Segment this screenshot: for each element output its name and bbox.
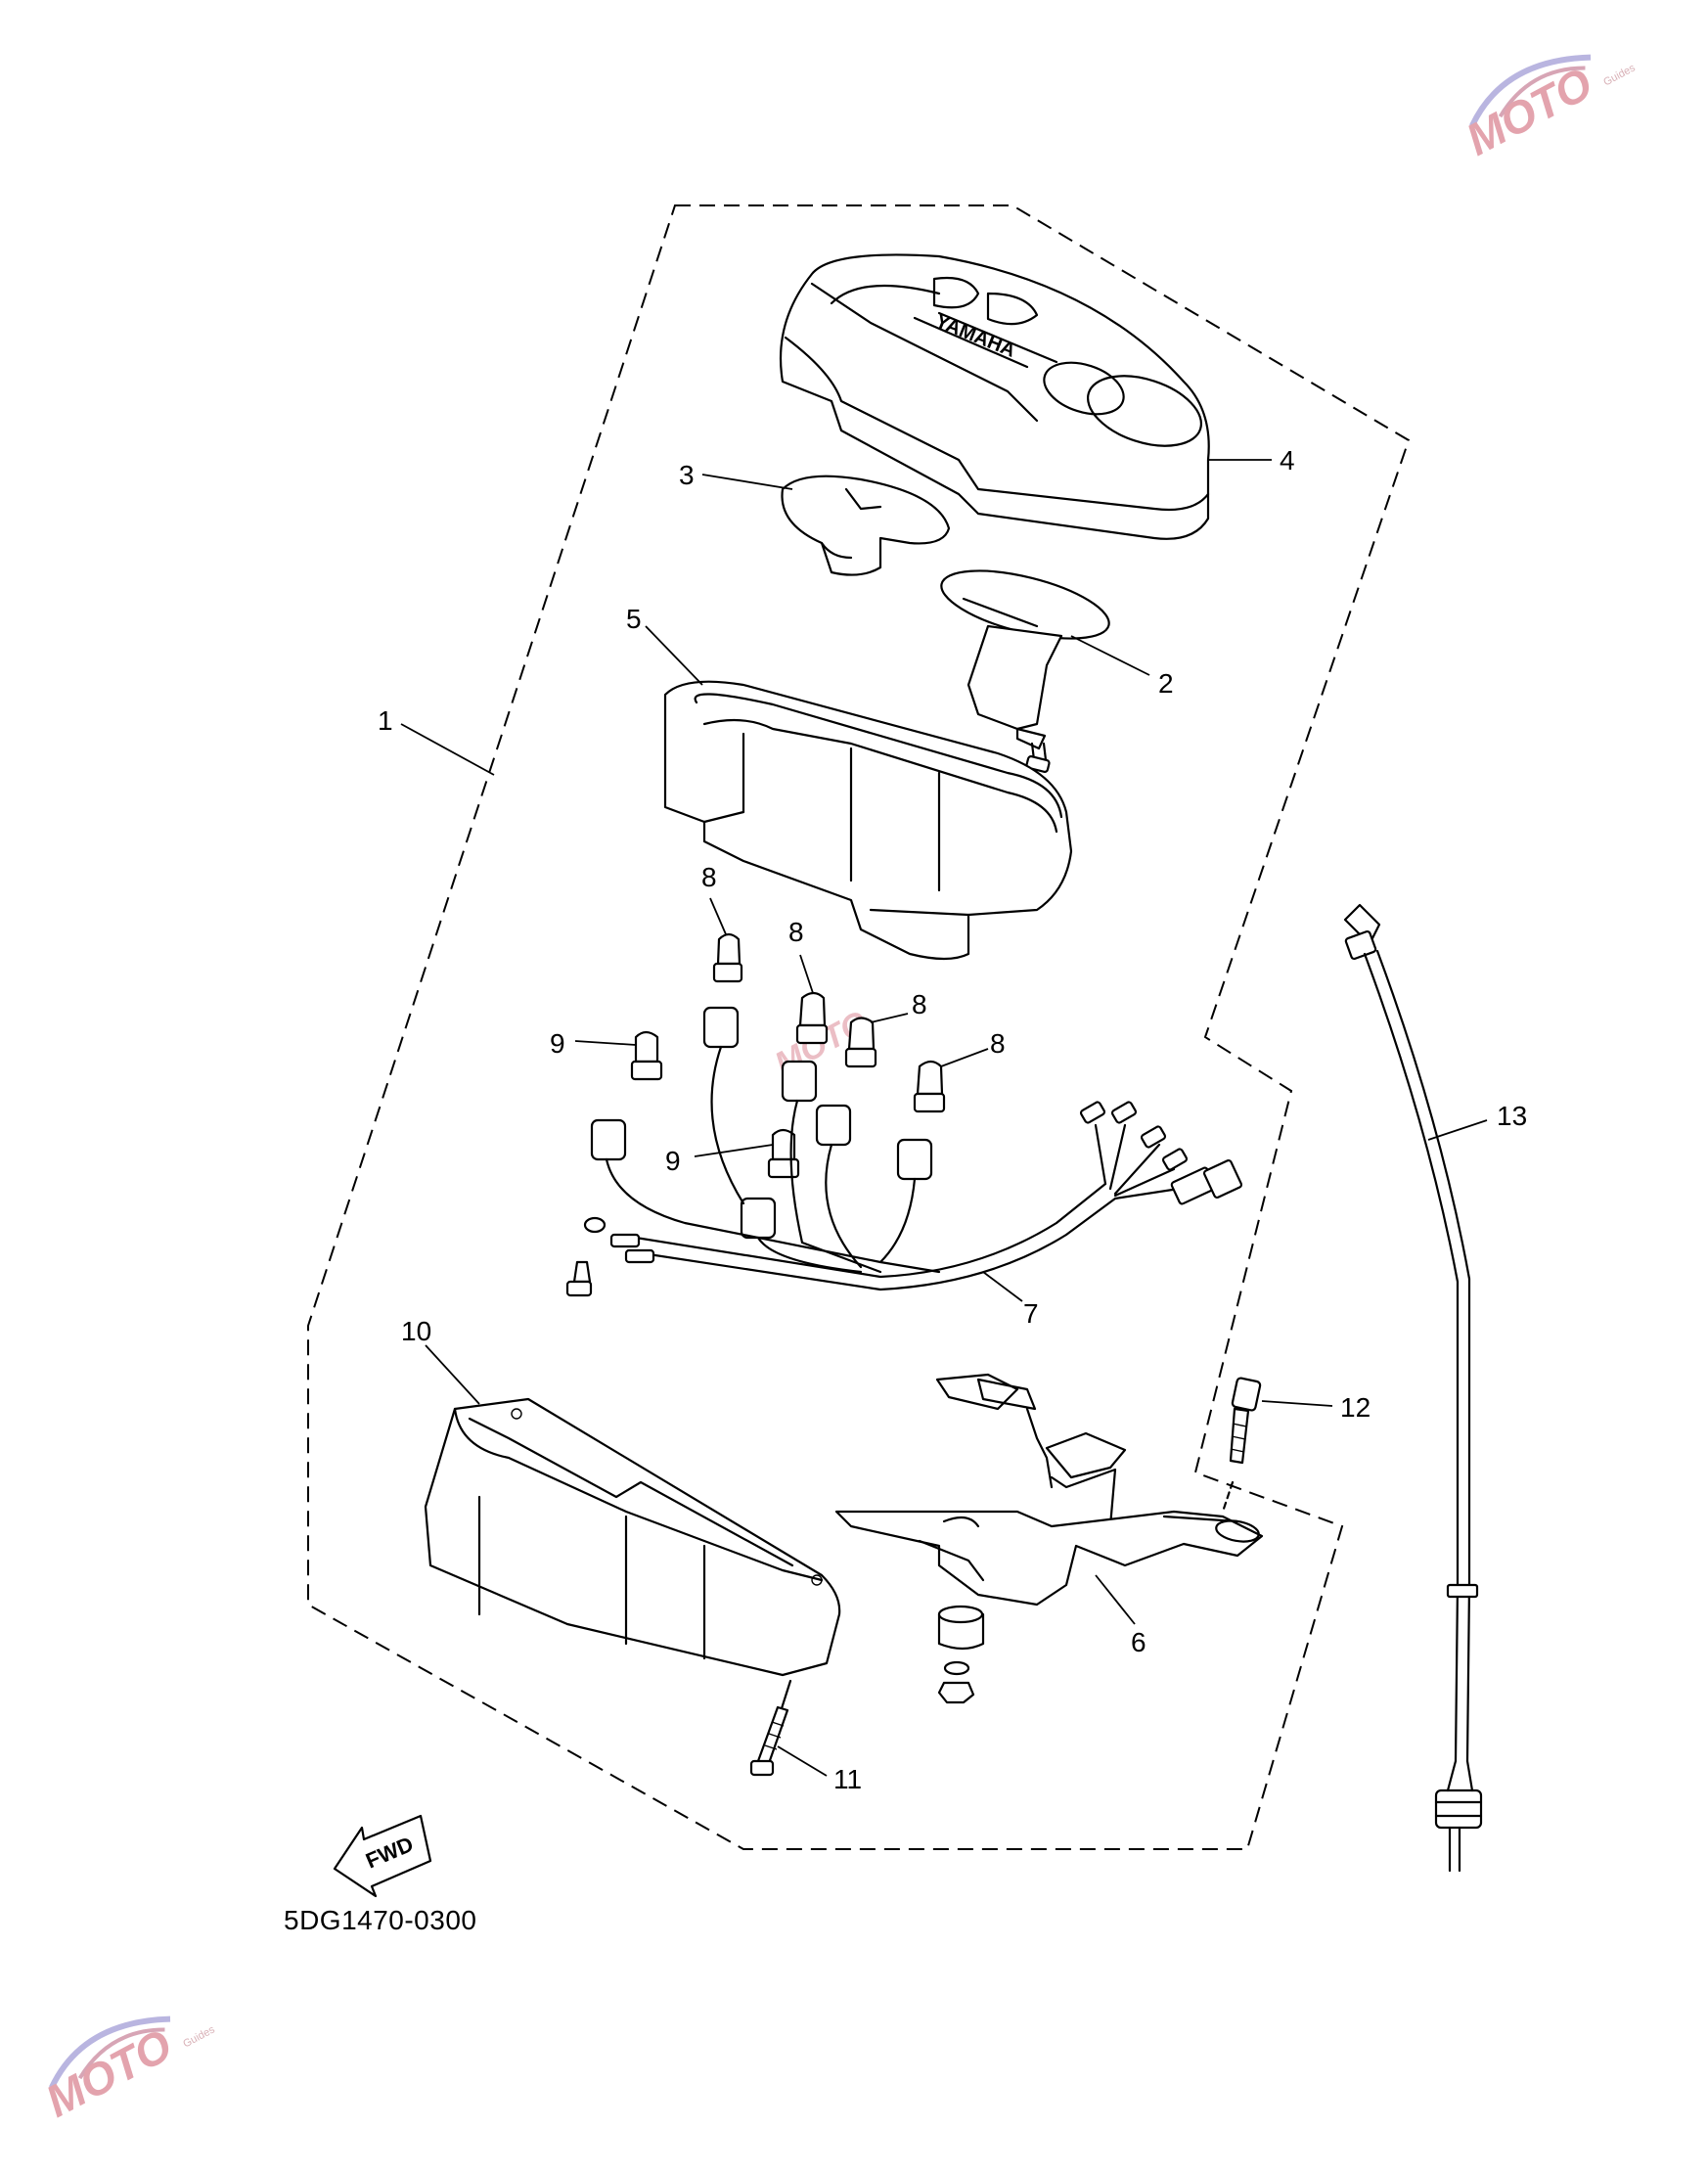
leader-1 [400, 723, 495, 776]
bulb-8d-part [913, 1060, 946, 1113]
meter-case-part [663, 680, 1073, 961]
callout-9a: 9 [550, 1028, 565, 1059]
callout-8a: 8 [701, 862, 717, 892]
callout-13: 13 [1497, 1101, 1527, 1131]
leader-11 [777, 1745, 828, 1777]
meter-cover-part: YAMAHA [779, 253, 1210, 540]
bulb-8c-part [844, 1017, 877, 1068]
callout-10: 10 [401, 1316, 431, 1346]
leader-lines [400, 459, 1488, 1777]
callout-3: 3 [679, 460, 695, 490]
callout-9b: 9 [665, 1146, 681, 1176]
watermark-brand-2: MOTO [37, 2018, 180, 2126]
bracket-part [834, 1373, 1264, 1607]
bolt-12-part [1221, 1377, 1262, 1514]
gauge-unit-3-part [781, 475, 951, 576]
watermark-brand: MOTO [1458, 57, 1600, 164]
callout-11: 11 [833, 1764, 862, 1794]
assembly-boundary [307, 204, 1411, 1850]
leader-9b [694, 1144, 774, 1157]
diagram-code: 5DG1470-0300 [284, 1905, 476, 1935]
leader-6 [1095, 1574, 1136, 1625]
callout-4: 4 [1280, 445, 1295, 475]
leader-12 [1261, 1400, 1333, 1407]
leader-8b [799, 954, 814, 994]
callout-8c: 8 [912, 989, 927, 1019]
leader-13 [1427, 1119, 1488, 1141]
leader-2 [1070, 635, 1150, 676]
leader-7 [982, 1271, 1023, 1302]
leader-5 [645, 625, 703, 686]
watermark-top: MOTO Guides [1458, 54, 1638, 165]
callout-labels: 1 2 3 4 5 6 7 8 8 8 8 9 9 10 11 12 13 [378, 445, 1527, 1794]
leader-8c [870, 1013, 909, 1023]
leader-10 [425, 1344, 480, 1405]
speedometer-cable-part [1343, 903, 1483, 1873]
lower-case-part [424, 1397, 841, 1677]
wire-harness-part [565, 1006, 1243, 1297]
callout-1: 1 [378, 705, 393, 736]
leader-9a [574, 1040, 637, 1046]
callout-7: 7 [1023, 1298, 1039, 1329]
fwd-arrow: FWD [333, 1814, 432, 1898]
callout-2: 2 [1158, 668, 1174, 699]
screw-11-part [749, 1679, 792, 1777]
watermark-sub-2: Guides [181, 2023, 217, 2050]
callout-12: 12 [1340, 1392, 1371, 1423]
bulb-9b-part [767, 1128, 800, 1179]
leader-8d [940, 1048, 989, 1067]
callout-6: 6 [1131, 1627, 1146, 1657]
leader-3 [701, 474, 793, 490]
callout-5: 5 [626, 604, 642, 634]
leader-8a [709, 897, 727, 935]
bulb-8b-part [795, 991, 829, 1045]
gauge-unit-2-part [940, 569, 1110, 773]
callout-8d: 8 [990, 1028, 1006, 1059]
callout-8b: 8 [788, 917, 804, 947]
grommet-part [937, 1605, 985, 1704]
bulb-8a-part [712, 932, 743, 983]
watermark-bottom: MOTO Guides [37, 2015, 217, 2127]
bulb-9a-part [630, 1030, 663, 1081]
watermark-sub: Guides [1601, 62, 1638, 88]
